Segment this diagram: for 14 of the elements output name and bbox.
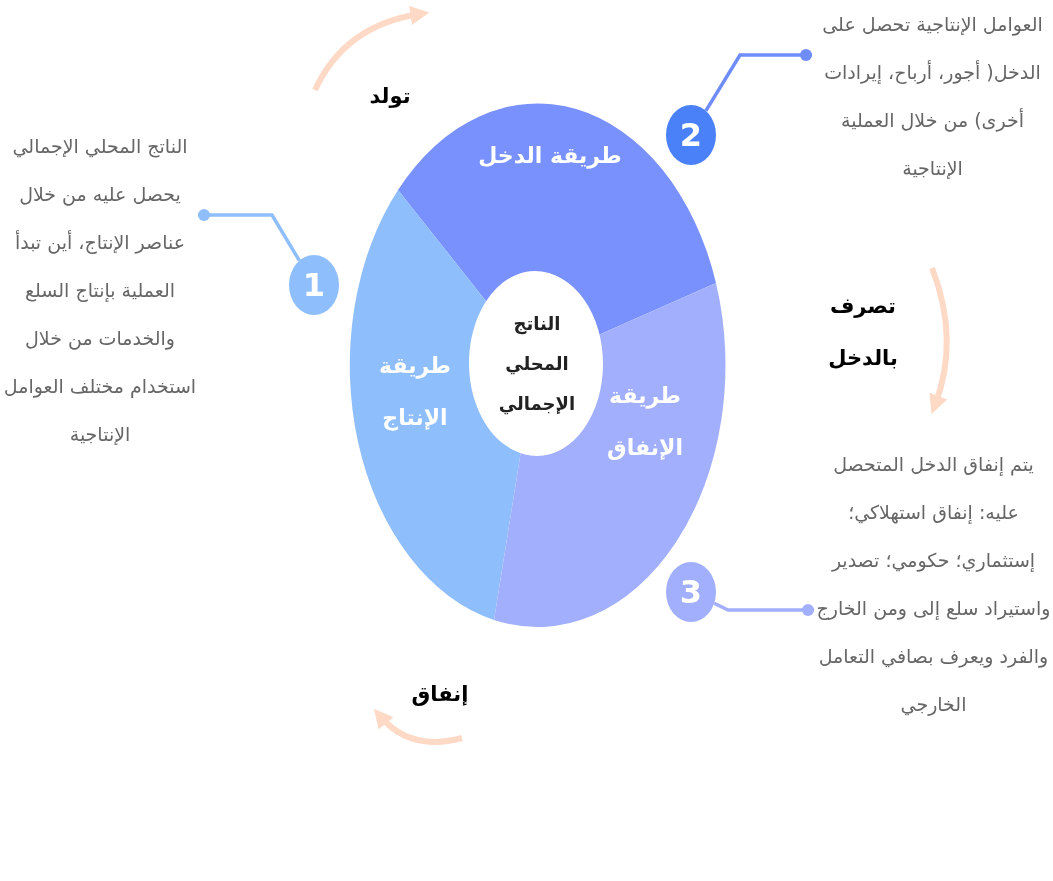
flow-label: تولد [368, 83, 412, 110]
description-text: العوامل الإنتاجية تحصل على الدخل( أجور، أرباح، إيرادات أخرى) من خلال العملية الإنتاجية [812, 0, 1053, 260]
description-text: الناتج المحلي الإجمالي يحصل عليه من خلال عناصر الإنتاج، أين تبدأ العملية بإنتاج السلع والخدمات من خلال استخدام مختلف العوامل الإنتاجية [2, 122, 198, 662]
leader-line [704, 49, 812, 112]
flow-label: إنفاق [410, 681, 470, 708]
segment-label: طريقة الدخل [470, 130, 630, 182]
flow-label: تصرف بالدخل [827, 293, 899, 372]
segment-label: طريقة الإنتاج [360, 340, 470, 444]
description-text: يتم إنفاق الدخل المتحصل عليه: إنفاق استهلاكي؛ إستثماري؛ حكومي؛ تصدير واستيراد سلع إلى ومن الخارج والفرد ويعرف بصافي التعامل الخارجي [814, 440, 1053, 881]
leader-line [198, 209, 301, 262]
number-badge: 1 [289, 255, 339, 315]
leader-line [713, 601, 814, 616]
number-badge: 2 [666, 105, 716, 165]
number-badge: 3 [666, 562, 716, 622]
